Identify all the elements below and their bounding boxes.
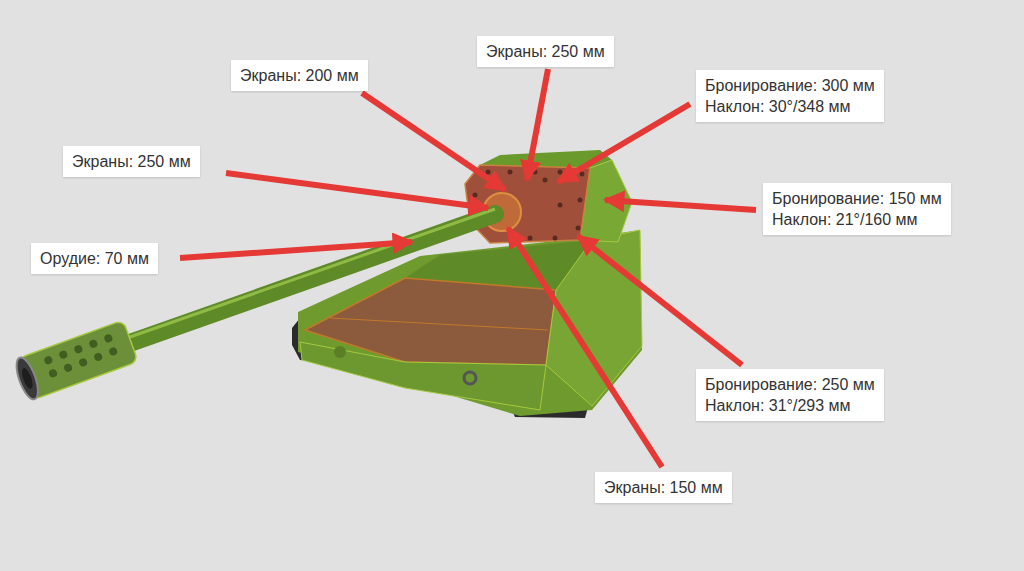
armor-value: Экраны: 250 мм: [72, 151, 191, 172]
leader-arrow: [508, 228, 662, 467]
armor-value: Экраны: 200 мм: [240, 65, 359, 86]
callout-box: Бронирование: 300 ммНаклон: 30°/348 мм: [696, 70, 884, 122]
callout-box: Экраны: 150 мм: [595, 472, 732, 503]
callout-box: Бронирование: 150 ммНаклон: 21°/160 мм: [763, 183, 951, 235]
leader-arrow: [362, 93, 505, 190]
callout-box: Экраны: 250 мм: [477, 36, 614, 67]
callout-box: Экраны: 250 мм: [63, 146, 200, 177]
armor-value: Бронирование: 250 мм: [705, 374, 875, 395]
leader-arrow: [558, 104, 690, 182]
plate-seam: [330, 318, 548, 330]
gun-highlight: [110, 209, 495, 344]
callout-box: Орудие: 70 мм: [31, 243, 158, 274]
armor-value: Наклон: 31°/293 мм: [705, 395, 875, 416]
tow-hook: [464, 372, 476, 384]
armor-value: Экраны: 250 мм: [486, 41, 605, 62]
headlight: [334, 346, 346, 358]
armor-value: Бронирование: 300 мм: [705, 75, 875, 96]
upper-front-plate: [305, 278, 556, 365]
gun-barrel: [110, 214, 495, 350]
callout-box: Экраны: 200 мм: [231, 60, 368, 91]
hull-side: [546, 230, 642, 406]
leader-arrow: [605, 200, 756, 210]
armor-value: Экраны: 150 мм: [604, 477, 723, 498]
armor-value: Наклон: 21°/160 мм: [772, 209, 942, 230]
armor-value: Орудие: 70 мм: [40, 248, 149, 269]
lower-front-plate: [300, 342, 546, 410]
muzzle-brake: [12, 320, 138, 402]
leader-arrow: [578, 236, 742, 365]
armor-value: Наклон: 30°/348 мм: [705, 96, 875, 117]
leader-arrow: [226, 173, 488, 208]
callout-box: Бронирование: 250 ммНаклон: 31°/293 мм: [696, 369, 884, 421]
leader-arrow: [527, 69, 548, 180]
armor-value: Бронирование: 150 мм: [772, 188, 942, 209]
leader-arrow: [180, 242, 412, 258]
